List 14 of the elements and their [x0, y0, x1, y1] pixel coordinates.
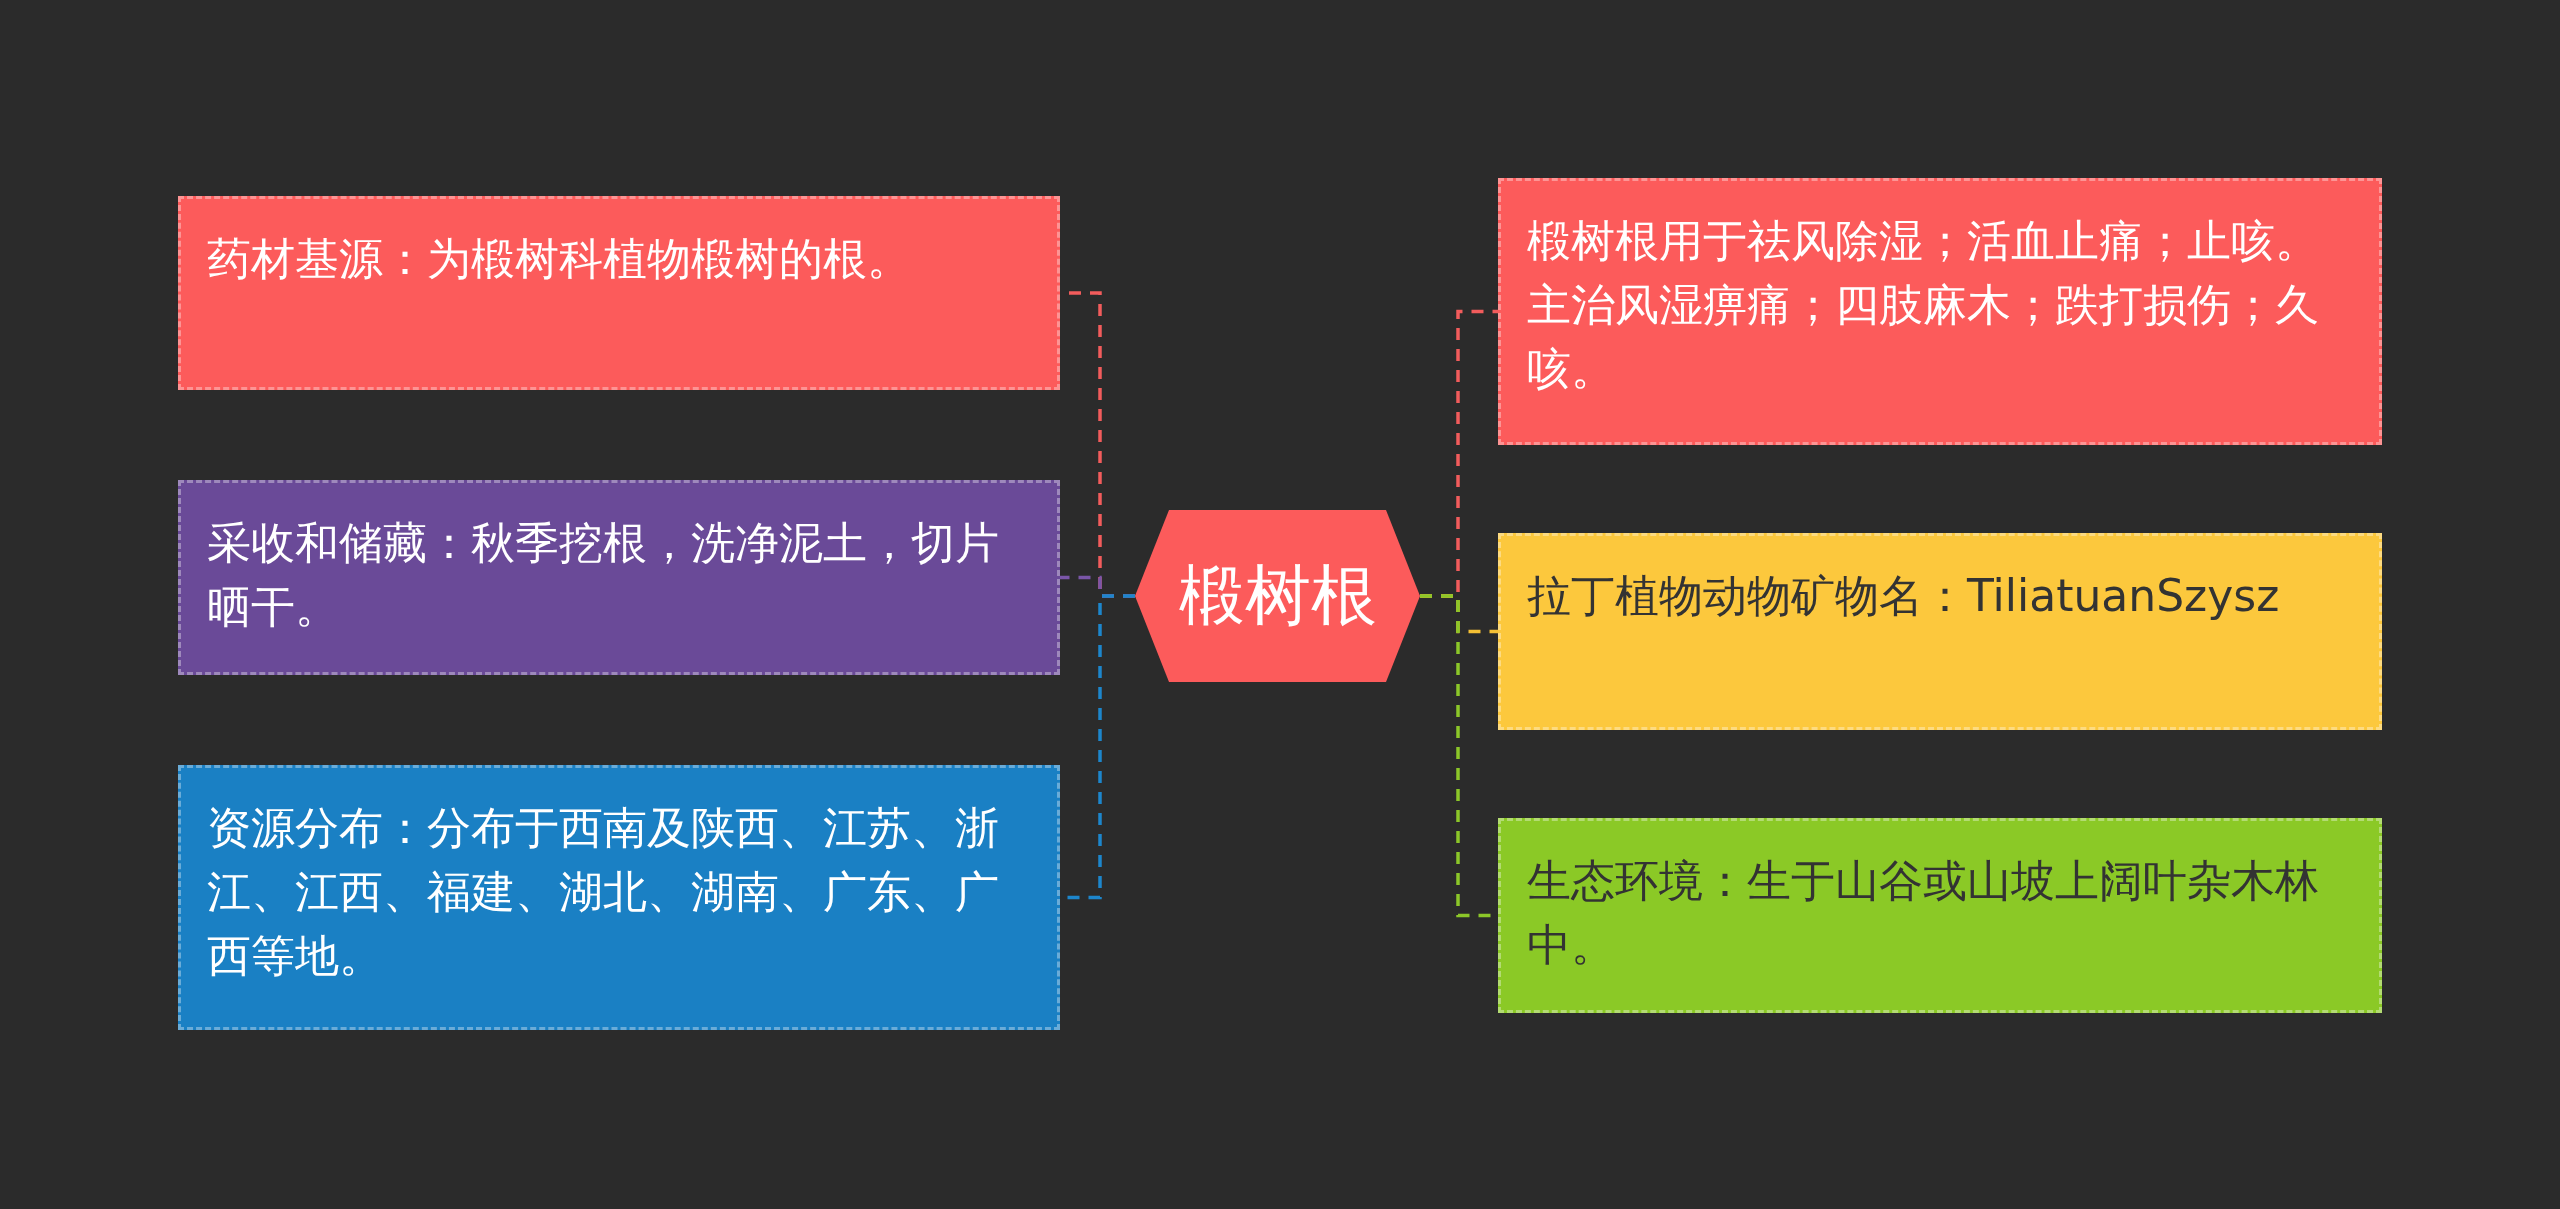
topic-box: [178, 480, 1060, 675]
topic-box: [178, 196, 1060, 390]
topic-box: [1498, 818, 2382, 1013]
topic-box: [1498, 178, 2382, 445]
topic-text: 资源分布：分布于西南及陕西、江苏、浙江、江西、福建、湖北、湖南、广东、广西等地。: [207, 802, 999, 981]
central-topic-text: 椴树根: [1178, 556, 1377, 636]
topic-text: 药材基源：为椴树科植物椴树的根。: [207, 233, 911, 284]
topic-text: 拉丁植物动物矿物名：TiliatuanSzysz: [1527, 570, 2280, 621]
topic-box: [1498, 533, 2382, 730]
topic-text: 采收和储藏：秋季挖根，洗净泥土，切片晒干。: [207, 517, 999, 632]
topic-box: [178, 765, 1060, 1030]
central-topic-hexagon: [1135, 510, 1420, 682]
topic-text: 椴树根用于祛风除湿；活血止痛；止咳。主治风湿痹痛；四肢麻木；跌打损伤；久咳。: [1527, 215, 2319, 394]
topic-text: 生态环境：生于山谷或山坡上阔叶杂木林中。: [1527, 855, 2319, 970]
